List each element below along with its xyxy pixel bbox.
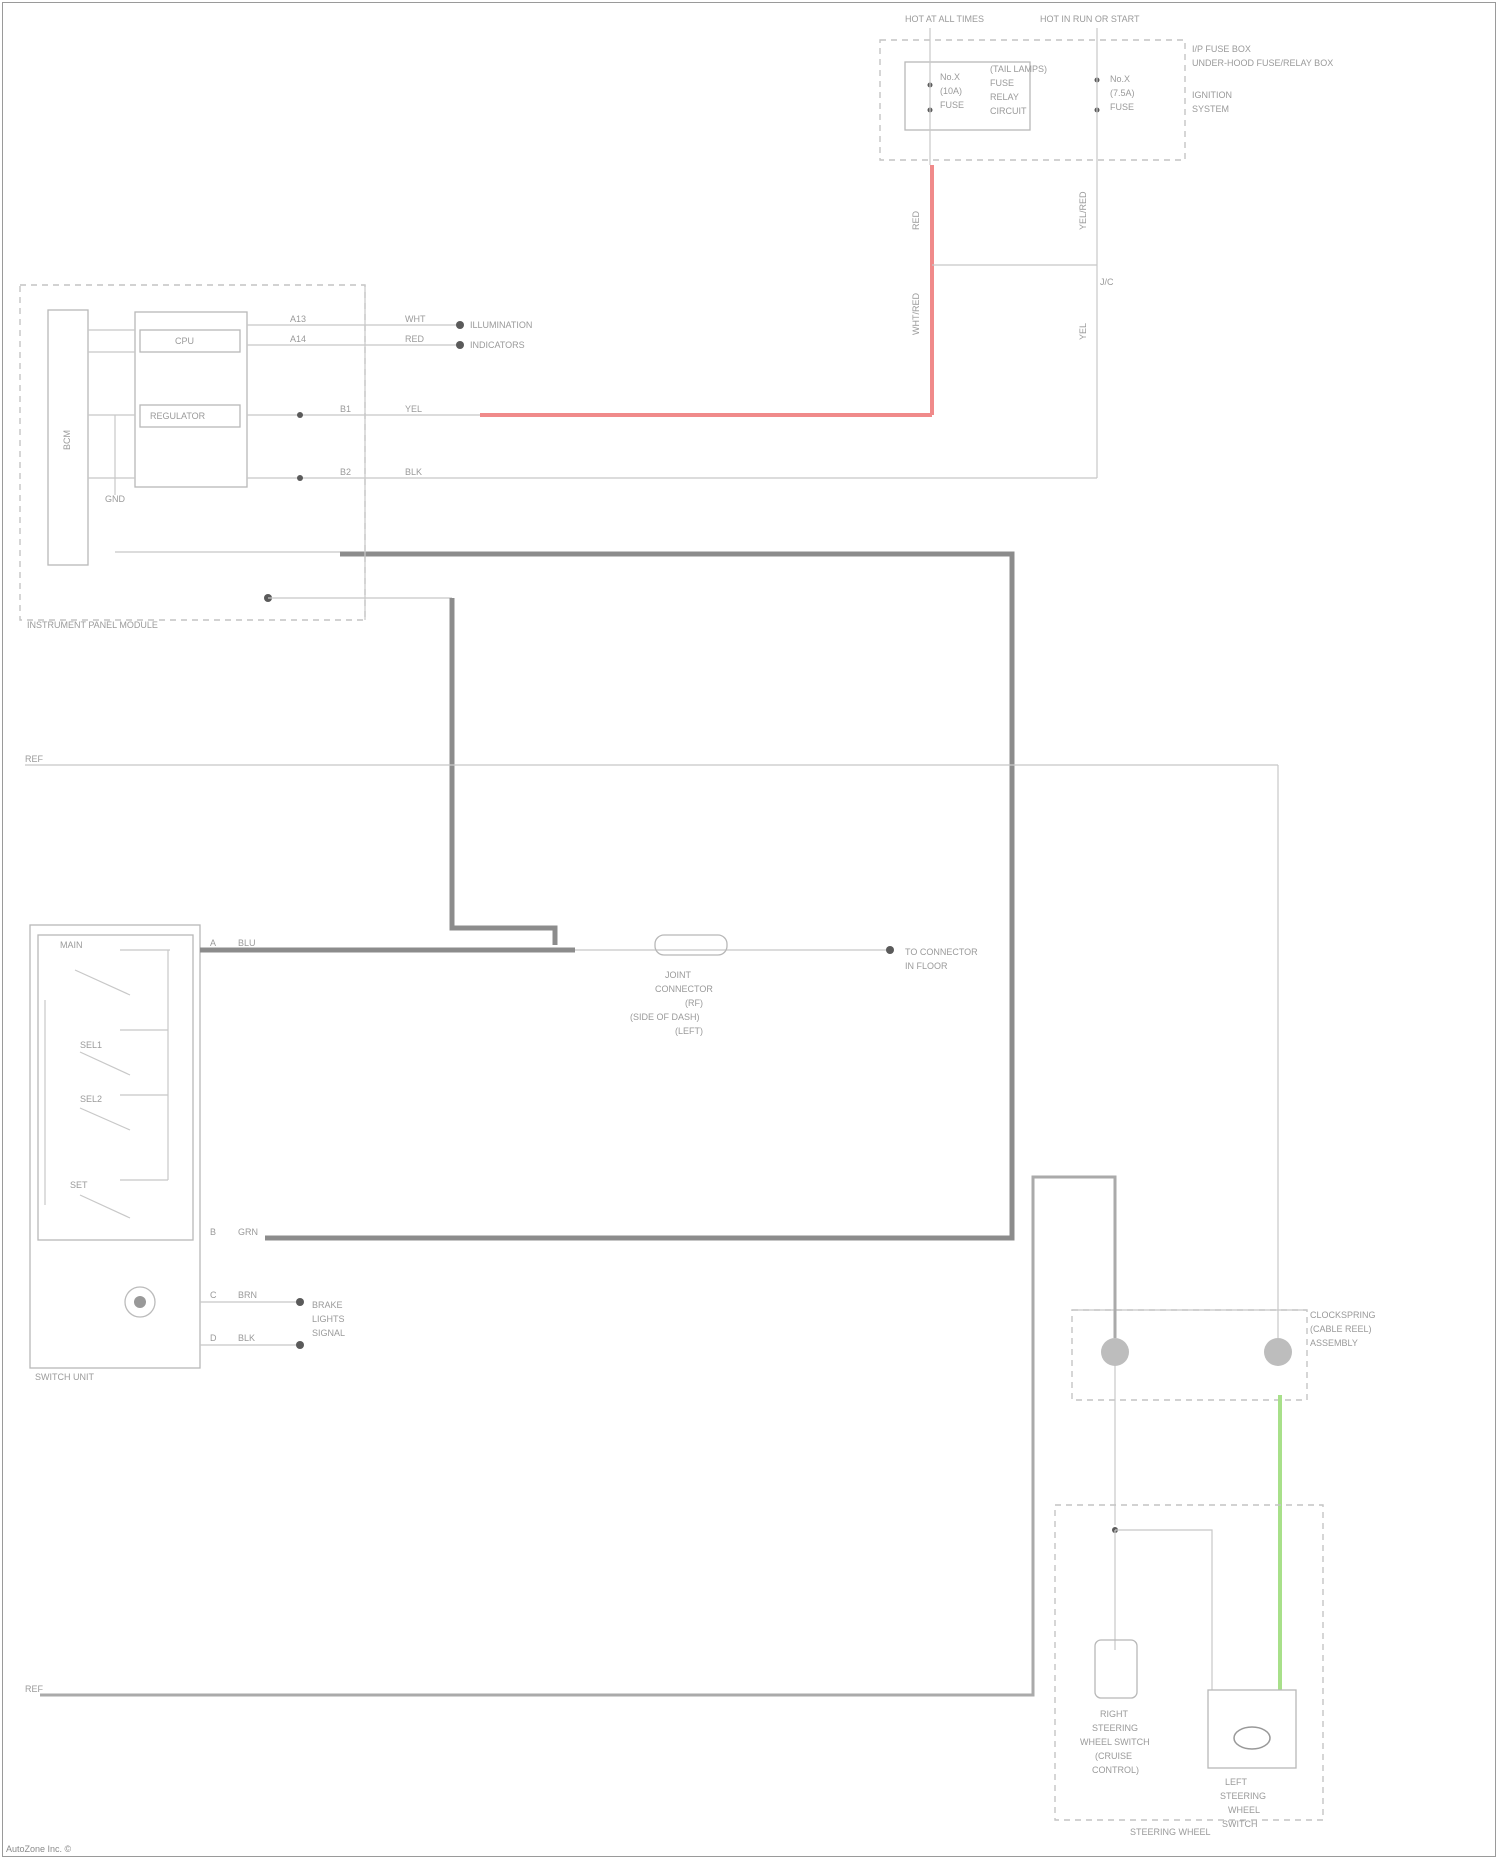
joint-l1: JOINT	[665, 970, 692, 980]
gray-wire-label: YEL	[1078, 323, 1088, 340]
out-a13-pin: A13	[290, 314, 306, 324]
sw-out-a-pin: A	[210, 938, 216, 948]
right-dev-3: WHEEL SWITCH	[1080, 1737, 1150, 1747]
switch-bank: MAIN SEL1 SEL2 SET	[45, 940, 170, 1218]
joint-l5: (LEFT)	[675, 1026, 703, 1036]
switch-unit-outline	[30, 925, 200, 1368]
out-b2-pin: B2	[340, 467, 351, 477]
sw-dest-1: BRAKE	[312, 1300, 343, 1310]
right-dev-2: STEERING	[1092, 1723, 1138, 1733]
fuse-b-desc-2: SYSTEM	[1192, 104, 1229, 114]
switch-title: SWITCH UNIT	[35, 1372, 94, 1382]
right-switch-body	[1095, 1640, 1137, 1698]
sw-out-node-1	[296, 1298, 304, 1306]
clockspring-l1: CLOCKSPRING	[1310, 1310, 1376, 1320]
clockspring-l2: (CABLE REEL)	[1310, 1324, 1372, 1334]
right-dev-5: CONTROL)	[1092, 1765, 1139, 1775]
left-switch-icon	[1234, 1727, 1270, 1749]
clockspring-contact-left	[1101, 1338, 1129, 1366]
sw-out-b-wire: GRN	[238, 1227, 258, 1237]
left-dev-3: WHEEL	[1228, 1805, 1260, 1815]
fuse-box-title2: UNDER-HOOD FUSE/RELAY BOX	[1192, 58, 1333, 68]
right-dest-2: IN FLOOR	[905, 961, 948, 971]
module-title: INSTRUMENT PANEL MODULE	[27, 620, 158, 630]
top-right-header: HOT IN RUN OR START	[1040, 14, 1140, 24]
sw-out-b-pin: B	[210, 1227, 216, 1237]
fuse-a-l3: FUSE	[940, 100, 964, 110]
sw-label-4: SET	[70, 1180, 88, 1190]
joint-l2: CONNECTOR	[655, 984, 713, 994]
out-b1-wire: YEL	[405, 404, 422, 414]
fuse-a-desc-4: CIRCUIT	[990, 106, 1027, 116]
ref-2: REF	[25, 1684, 44, 1694]
footer: AutoZone Inc. ©	[6, 1844, 72, 1854]
ref-2-wire	[40, 1177, 1115, 1695]
fuse-box-title: I/P FUSE BOX	[1192, 44, 1251, 54]
steering-title: STEERING WHEEL	[1130, 1827, 1211, 1837]
module-regulator-label: REGULATOR	[150, 411, 206, 421]
output-node-1	[456, 321, 464, 329]
sw-dest-3: SIGNAL	[312, 1328, 345, 1338]
fuse-b-desc-1: IGNITION	[1192, 90, 1232, 100]
sw-out-a-wire: BLU	[238, 938, 256, 948]
sw-out-d-wire: BLK	[238, 1333, 255, 1343]
right-dest-1: TO CONNECTOR	[905, 947, 978, 957]
reg-node-2	[297, 475, 303, 481]
out-a14-wire: RED	[405, 334, 425, 344]
right-dev-4: (CRUISE	[1095, 1751, 1132, 1761]
fuse-b-l1: No.X	[1110, 74, 1130, 84]
module-gnd: GND	[105, 494, 126, 504]
output-node-2	[456, 341, 464, 349]
module-side-label: BCM	[62, 430, 72, 450]
out-a13-dest: ILLUMINATION	[470, 320, 532, 330]
joint-end-node	[886, 946, 894, 954]
sw-label-2: SEL1	[80, 1040, 102, 1050]
fuse-a-l1: No.X	[940, 72, 960, 82]
sw-dest-2: LIGHTS	[312, 1314, 345, 1324]
top-gray-label: YEL/RED	[1078, 191, 1088, 230]
sw-label-1: MAIN	[60, 940, 83, 950]
out-a13-wire: WHT	[405, 314, 426, 324]
sw-out-c-pin: C	[210, 1290, 217, 1300]
left-switch-body	[1208, 1690, 1296, 1768]
fuse-box-outline	[880, 40, 1185, 160]
sw-out-node-2	[296, 1341, 304, 1349]
dark-loop-wire	[265, 554, 1012, 1238]
fuse-b-l2: (7.5A)	[1110, 88, 1135, 98]
out-b2-wire: BLK	[405, 467, 422, 477]
fuse-a-desc-1: (TAIL LAMPS)	[990, 64, 1047, 74]
junction-label: J/C	[1100, 277, 1114, 287]
right-dev-1: RIGHT	[1100, 1709, 1129, 1719]
out-a14-pin: A14	[290, 334, 306, 344]
fuse-b-l3: FUSE	[1110, 102, 1134, 112]
sw-label-3: SEL2	[80, 1094, 102, 1104]
fuse-a-desc-3: RELAY	[990, 92, 1019, 102]
top-left-header: HOT AT ALL TIMES	[905, 14, 984, 24]
left-dev-1: LEFT	[1225, 1777, 1248, 1787]
out-a14-dest: INDICATORS	[470, 340, 525, 350]
clockspring-l3: ASSEMBLY	[1310, 1338, 1358, 1348]
fuse-a-desc-2: FUSE	[990, 78, 1014, 88]
switch-lamp-core	[134, 1296, 146, 1308]
sw-out-c-wire: BRN	[238, 1290, 257, 1300]
joint-l3: (RF)	[685, 998, 703, 1008]
fuse-a-l2: (10A)	[940, 86, 962, 96]
ref-1: REF	[25, 754, 44, 764]
clockspring-contact-right	[1264, 1338, 1292, 1366]
top-red-label: RED	[911, 210, 921, 230]
red-wire-label: WHT/RED	[911, 293, 921, 335]
left-dev-4: SWITCH	[1222, 1819, 1258, 1829]
module-cpu-label: CPU	[175, 336, 194, 346]
left-dev-2: STEERING	[1220, 1791, 1266, 1801]
joint-l4: (SIDE OF DASH)	[630, 1012, 700, 1022]
out-b1-pin: B1	[340, 404, 351, 414]
sw-out-d-pin: D	[210, 1333, 217, 1343]
joint-connector-body	[655, 935, 727, 955]
reg-node-1	[297, 412, 303, 418]
dark-vertical-wire	[452, 598, 555, 945]
switch-inner	[38, 935, 193, 1240]
